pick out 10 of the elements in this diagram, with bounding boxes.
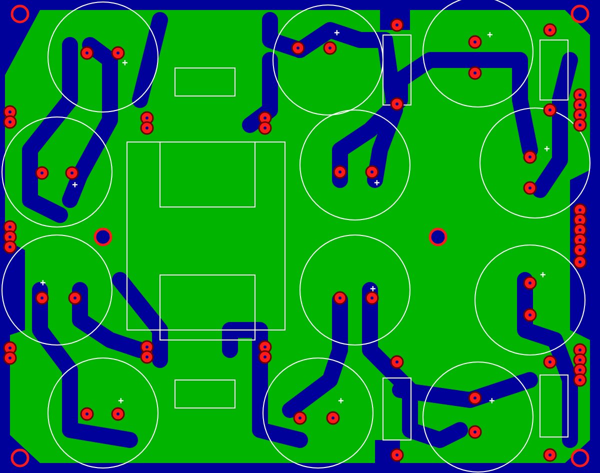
polarity-mark: + (374, 179, 380, 189)
polarity-mark: + (334, 29, 340, 39)
polarity-mark: + (540, 271, 546, 281)
polarity-mark: + (338, 397, 344, 407)
polarity-mark: + (72, 181, 78, 191)
polarity-mark: + (544, 145, 550, 155)
polarity-mark: + (118, 397, 124, 407)
polarity-mark: + (122, 59, 128, 69)
polarity-mark: + (370, 285, 376, 295)
polarity-mark: + (487, 31, 493, 41)
